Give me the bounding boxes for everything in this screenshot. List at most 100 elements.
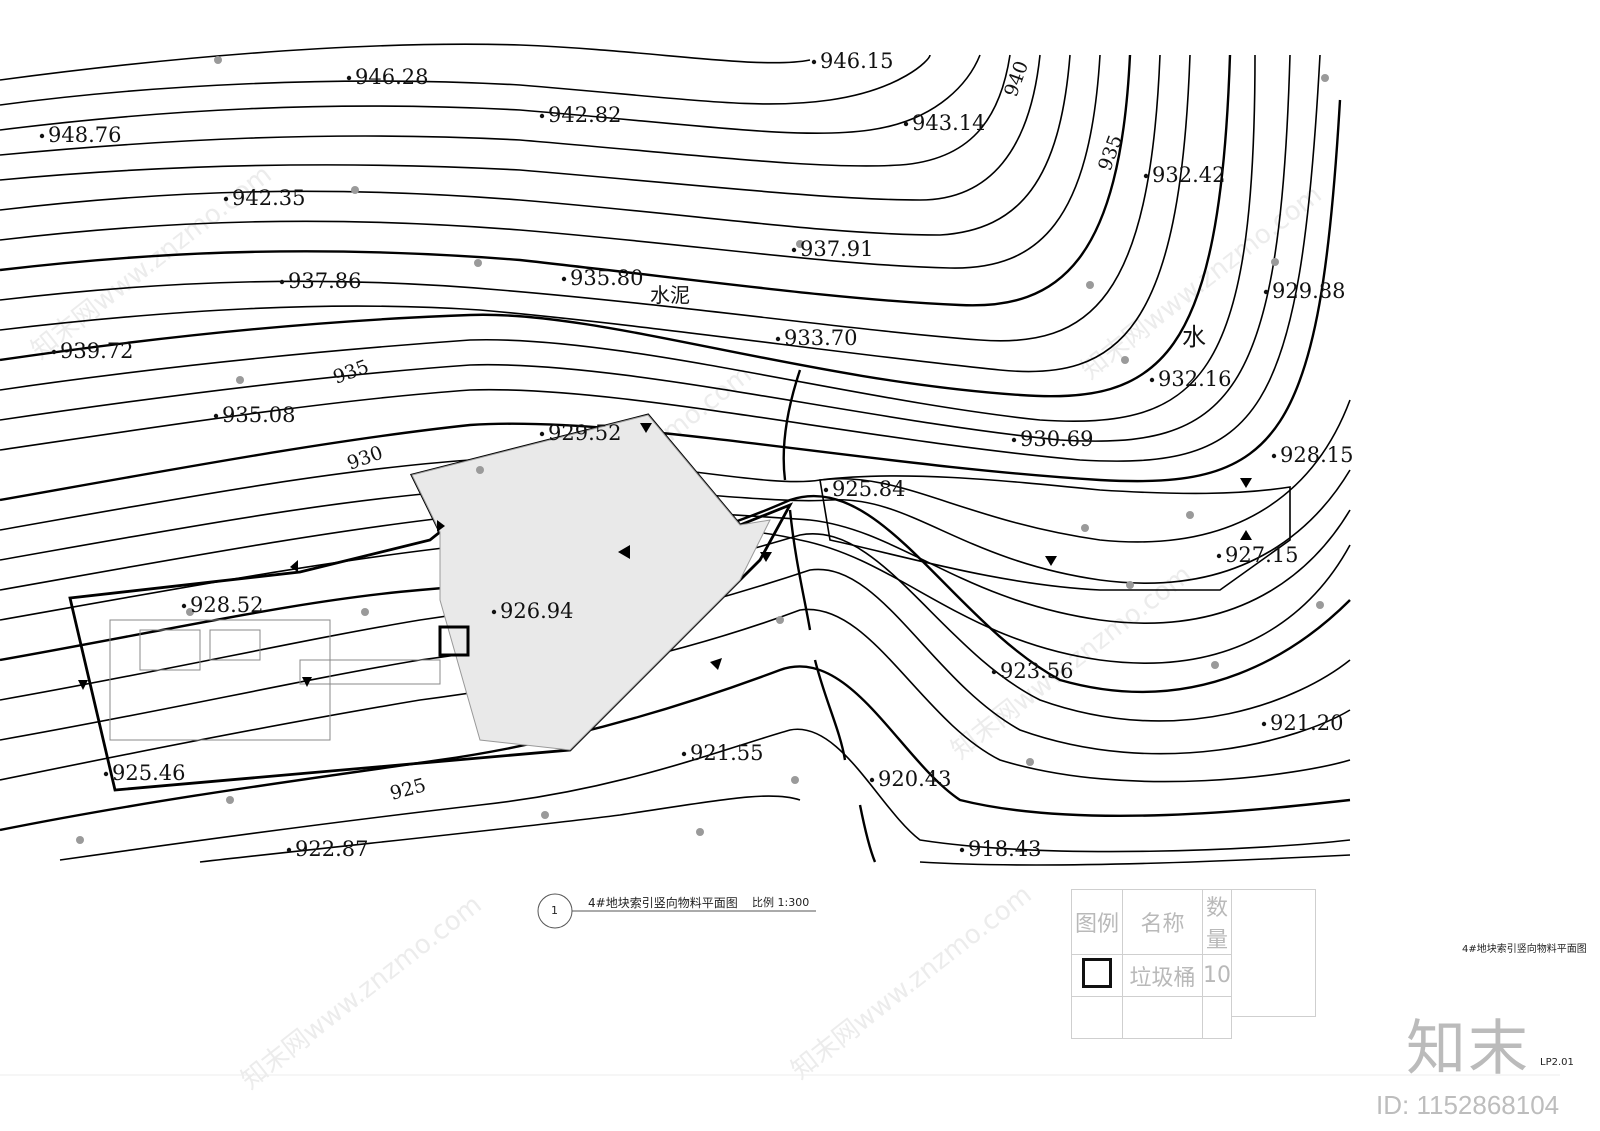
elevation-point xyxy=(823,487,829,493)
contour-line xyxy=(0,568,1351,755)
tree-dot xyxy=(226,796,234,804)
brand-logo: 知末 xyxy=(1406,1014,1530,1084)
elevation-point xyxy=(991,669,997,675)
tree-dot xyxy=(1026,758,1034,766)
elevation-label: 929.52 xyxy=(548,421,621,445)
contour-line xyxy=(0,54,1041,201)
legend-header-name: 名称 xyxy=(1122,889,1203,955)
elevation-point xyxy=(1149,377,1155,383)
elevation-label: 946.15 xyxy=(820,49,893,73)
road-edge-line xyxy=(813,659,847,761)
contour-line xyxy=(0,665,1351,832)
elevation-label: 927.15 xyxy=(1225,543,1298,567)
tree-dot xyxy=(1081,524,1089,532)
tree-dot xyxy=(1126,581,1134,589)
elevation-point xyxy=(811,59,817,65)
elevation-label: 942.35 xyxy=(232,186,305,210)
elevation-label: 922.87 xyxy=(295,837,368,861)
contour-line xyxy=(0,54,1191,373)
elevation-point xyxy=(103,771,109,777)
contour-line xyxy=(199,795,801,863)
elevation-label: 946.28 xyxy=(355,65,428,89)
trash-bin-symbol xyxy=(438,625,470,657)
contour-line xyxy=(0,54,1161,342)
path-strip xyxy=(299,659,441,685)
scale-label: 比例 1:300 xyxy=(752,896,810,909)
elevation-label: 935.08 xyxy=(222,403,295,427)
arrow-marker xyxy=(760,552,772,562)
contour-line xyxy=(0,54,981,135)
tree-dot xyxy=(1121,356,1129,364)
paving-area xyxy=(411,414,771,751)
contour-line xyxy=(0,54,1101,269)
tree-dot xyxy=(236,376,244,384)
arrow-marker xyxy=(290,560,298,572)
legend-table: 图例 名称 数量 垃圾桶 10 xyxy=(1071,889,1232,1039)
drainage-arrows xyxy=(78,423,1252,690)
elevation-point xyxy=(223,196,229,202)
legend-item-name: 垃圾桶 xyxy=(1122,954,1203,997)
tree-dot xyxy=(1271,258,1279,266)
tree-dot xyxy=(791,776,799,784)
contour-line xyxy=(0,608,1351,783)
contour-line xyxy=(0,54,1256,422)
side-title: 4#地块索引竖向物料平面图 xyxy=(1462,944,1587,955)
road-edge-line xyxy=(782,369,802,481)
arrow-marker xyxy=(640,423,652,433)
legend-header-row: 图例 名称 数量 xyxy=(1071,889,1232,955)
elevation-labels: 946.15 946.28 942.82 943.14 948.76 942.3… xyxy=(39,49,1353,861)
arrow-marker xyxy=(1045,556,1057,566)
elevation-point xyxy=(1263,289,1269,295)
elevation-label: 937.91 xyxy=(800,237,873,261)
elevation-point xyxy=(51,349,57,355)
elevation-label: 943.14 xyxy=(912,111,985,135)
tree-dot xyxy=(1086,281,1094,289)
arrow-marker xyxy=(618,545,630,559)
contour-line xyxy=(0,99,1342,502)
arrow-marker xyxy=(1240,478,1252,488)
elevation-point xyxy=(869,777,875,783)
road-edge-line xyxy=(819,475,1291,591)
elevation-point xyxy=(346,75,352,81)
elevation-label: 939.72 xyxy=(60,339,133,363)
elevation-point xyxy=(1261,721,1267,727)
cement-note: 水泥 xyxy=(650,283,690,307)
contour-line xyxy=(0,54,1132,307)
elevation-label: 928.15 xyxy=(1280,443,1353,467)
contour-label: 930 xyxy=(344,442,386,475)
tree-dot xyxy=(776,616,784,624)
elevation-label: 923.56 xyxy=(1000,659,1073,683)
elevation-point xyxy=(775,336,781,342)
tree-dot xyxy=(1186,511,1194,519)
contour-line xyxy=(0,494,1351,694)
arrow-marker xyxy=(437,520,445,532)
contour-label: 925 xyxy=(388,774,429,805)
tree-dot xyxy=(351,186,359,194)
tree-dot xyxy=(476,466,484,474)
elevation-point xyxy=(279,279,285,285)
elevation-point xyxy=(1143,173,1149,179)
elevation-label: 928.52 xyxy=(190,593,263,617)
elevation-point xyxy=(1216,553,1222,559)
contour-line xyxy=(0,43,811,81)
elevation-point xyxy=(181,603,187,609)
legend-empty-cell xyxy=(1122,996,1203,1039)
legend-symbol-cell xyxy=(1071,954,1123,997)
building-outline xyxy=(109,619,331,741)
elevation-point xyxy=(561,276,567,282)
contour-line xyxy=(0,54,1071,236)
elevation-label: 933.70 xyxy=(784,326,857,350)
contour-line xyxy=(0,509,1351,624)
elevation-label: 935.80 xyxy=(570,266,643,290)
legend-empty-row xyxy=(1071,996,1232,1039)
arrow-marker xyxy=(302,677,312,687)
elevation-label: 926.94 xyxy=(500,599,573,623)
elevation-label: 942.82 xyxy=(548,103,621,127)
elevation-point xyxy=(286,847,292,853)
building-room xyxy=(139,629,201,671)
drawing-title: 4#地块索引竖向物料平面图 xyxy=(588,896,738,910)
legend-right-border xyxy=(1232,889,1316,1017)
elevation-label: 932.42 xyxy=(1152,163,1225,187)
contour-line xyxy=(0,54,1011,167)
